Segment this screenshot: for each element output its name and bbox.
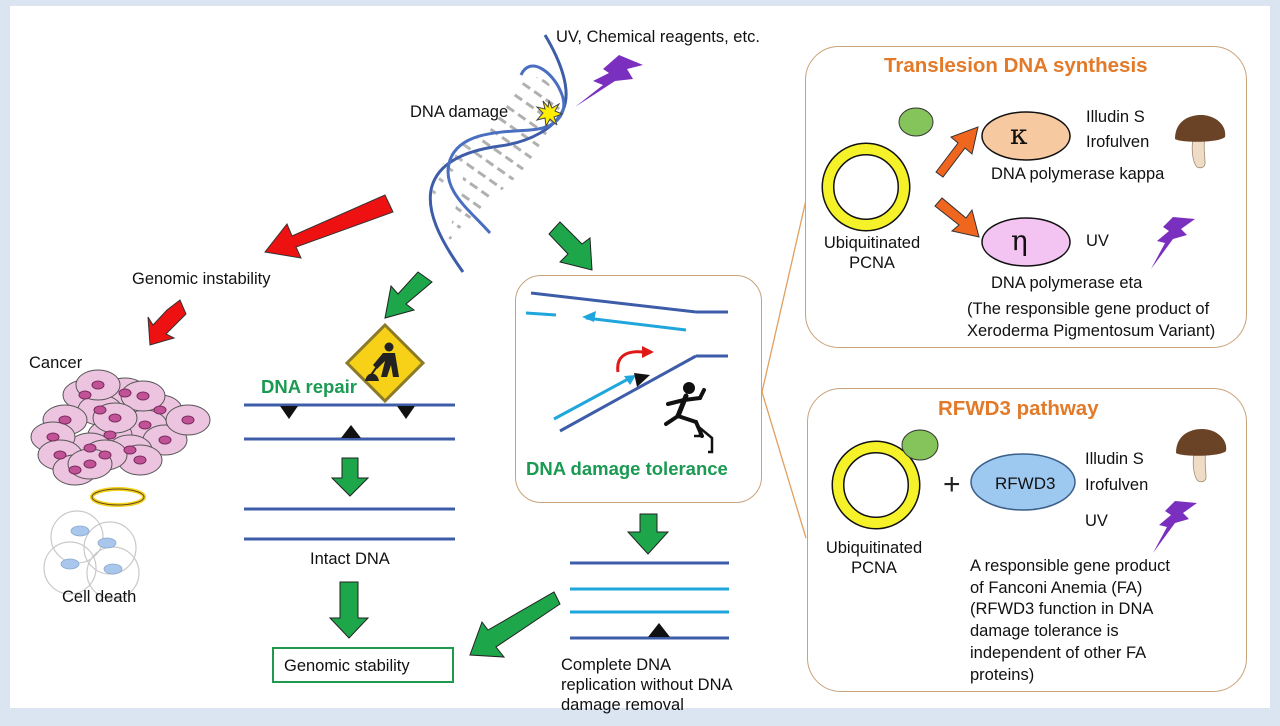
tls-panel bbox=[805, 46, 1247, 348]
tolerance-panel bbox=[515, 275, 762, 503]
tls-pcna-label: Ubiquitinated PCNA bbox=[823, 234, 921, 272]
intact-dna-label: Intact DNA bbox=[310, 550, 390, 568]
tolerance-graphics bbox=[525, 291, 728, 454]
green-arrow-repair-down bbox=[330, 457, 370, 497]
damage-source-label: UV, Chemical reagents, etc. bbox=[556, 28, 760, 46]
green-arrow-to-tolerance bbox=[548, 221, 593, 271]
rfwd3-agent-2: Irofulven bbox=[1085, 476, 1149, 494]
red-arrow-to-instability bbox=[264, 194, 394, 259]
green-arrow-to-stability bbox=[328, 581, 370, 639]
rfwd3-label: RFWD3 bbox=[995, 474, 1056, 493]
tls-title: Translesion DNA synthesis bbox=[884, 54, 1148, 77]
dna-damage-tolerance-label: DNA damage tolerance bbox=[526, 458, 728, 479]
green-arrow-to-repair bbox=[384, 271, 433, 319]
eta-note: (The responsible gene product of Xeroder… bbox=[967, 300, 1216, 340]
eta-name: DNA polymerase eta bbox=[991, 274, 1143, 292]
plus-sign: + bbox=[943, 468, 961, 501]
lesion-marker bbox=[280, 406, 298, 419]
lightning-icon bbox=[1153, 501, 1197, 553]
genomic-stability-label: Genomic stability bbox=[284, 657, 410, 675]
rfwd3-icon bbox=[970, 453, 1076, 511]
cancer-label: Cancer bbox=[29, 354, 83, 372]
rfwd3-uv: UV bbox=[1085, 512, 1108, 530]
pol-eta-icon bbox=[981, 217, 1071, 267]
genomic-instability-label: Genomic instability bbox=[132, 270, 271, 288]
diagram-canvas: UV, Chemical reagents, etc. DNA damage G… bbox=[10, 6, 1270, 714]
diagram-graphics bbox=[30, 34, 807, 658]
kappa-symbol: κ bbox=[1010, 118, 1028, 151]
orange-arrow-to-kappa bbox=[935, 126, 979, 178]
mushroom-icon bbox=[1175, 115, 1226, 169]
pcna-ring-icon bbox=[833, 442, 919, 528]
dna-repair-label: DNA repair bbox=[261, 376, 357, 397]
red-arrow-to-cancer bbox=[147, 299, 187, 346]
genomic-stability-box bbox=[272, 647, 454, 683]
ubiquitin-icon bbox=[898, 107, 934, 137]
rfwd3-pcna-label: Ubiquitinated PCNA bbox=[825, 539, 923, 577]
tolerance-outcome-text: Complete DNA replication without DNA dam… bbox=[561, 656, 733, 714]
eta-symbol: η bbox=[1011, 224, 1028, 257]
lesion-marker bbox=[397, 406, 415, 419]
dead-cells-icon bbox=[43, 510, 140, 600]
rfwd3-agent-1: Illudin S bbox=[1085, 450, 1144, 468]
cell-death-label: Cell death bbox=[62, 588, 137, 606]
eta-agent: UV bbox=[1086, 232, 1109, 250]
orange-arrow-to-eta bbox=[934, 197, 980, 238]
dna-damage-label: DNA damage bbox=[410, 103, 509, 121]
tls-graphics bbox=[821, 107, 1226, 269]
lightning-icon bbox=[1151, 217, 1195, 269]
dna-helix bbox=[428, 34, 568, 273]
outcome-dna-strands bbox=[570, 561, 729, 640]
kappa-name: DNA polymerase kappa bbox=[991, 165, 1165, 183]
construction-sign-icon bbox=[344, 322, 426, 404]
lesion-marker bbox=[341, 425, 361, 438]
damage-burst-icon bbox=[535, 99, 564, 128]
rfwd3-title: RFWD3 pathway bbox=[938, 397, 1099, 420]
rfwd3-panel bbox=[807, 388, 1247, 692]
ubiquitin-icon bbox=[901, 429, 939, 461]
lightning-icon bbox=[575, 55, 643, 107]
runner-icon bbox=[664, 382, 714, 454]
rfwd3-graphics bbox=[831, 429, 1227, 553]
pcna-ring-icon bbox=[823, 144, 909, 230]
mushroom-icon bbox=[1176, 429, 1227, 483]
green-arrow-tolerance-down bbox=[626, 513, 670, 555]
kappa-agent-1: Illudin S bbox=[1086, 108, 1145, 126]
rfwd3-note: A responsible gene product of Fanconi An… bbox=[970, 557, 1170, 684]
repair-dna-strands bbox=[244, 403, 455, 541]
green-arrow-outcome-to-stability bbox=[469, 591, 561, 658]
pol-kappa-icon bbox=[981, 111, 1071, 161]
connector-line-bottom bbox=[761, 391, 807, 539]
lesion-marker bbox=[648, 623, 670, 637]
kappa-agent-2: Irofulven bbox=[1086, 133, 1150, 151]
connector-line-top bbox=[761, 199, 807, 393]
lesion-marker bbox=[634, 373, 650, 387]
cancer-cells-icon bbox=[30, 369, 211, 486]
